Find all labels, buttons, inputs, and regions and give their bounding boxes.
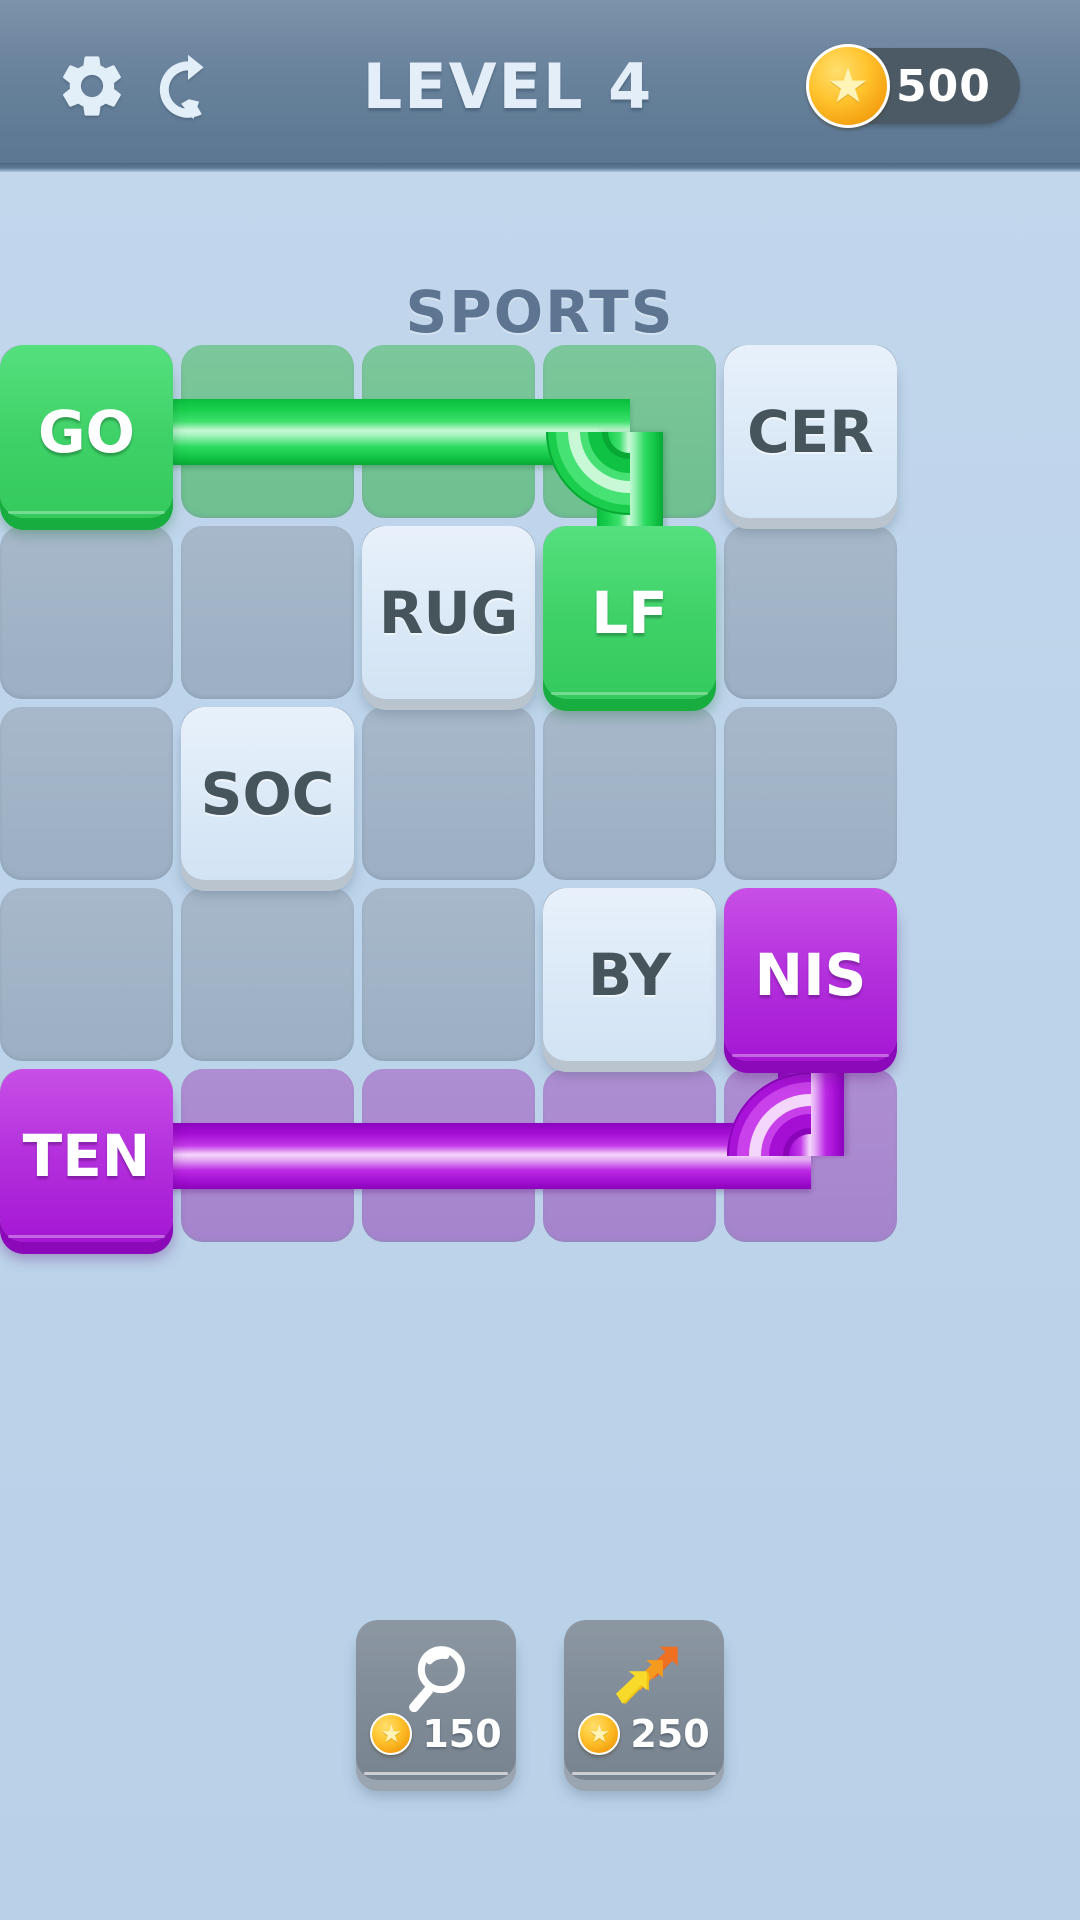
word-tile-label: LF [591,578,668,647]
word-tile[interactable]: SOC [181,707,354,880]
grid-cell[interactable] [181,345,354,518]
grid-cell[interactable] [181,1069,354,1242]
hint-cost-value: 150 [422,1712,502,1756]
grid-cell[interactable] [362,1069,535,1242]
grid-cell[interactable] [362,707,535,880]
word-tile[interactable]: LF [543,526,716,699]
word-tile[interactable]: TEN [0,1069,173,1242]
category-title: SPORTS [405,278,675,346]
word-tile-label: RUG [378,578,519,647]
arrows-up-icon [602,1636,686,1722]
coin-star-icon: ★ [370,1713,413,1755]
restart-icon [152,50,224,122]
restart-button[interactable] [140,38,236,134]
word-tile[interactable]: BY [543,888,716,1061]
word-tile[interactable]: NIS [724,888,897,1061]
boost-cost: ★ 250 [564,1712,724,1756]
grid-cell[interactable] [724,1069,897,1242]
grid-cell[interactable] [0,526,173,699]
word-tile-label: GO [38,397,135,466]
hint-cost: ★ 150 [356,1712,516,1756]
word-tile-label: NIS [754,940,867,1009]
word-tile[interactable]: GO [0,345,173,518]
settings-button[interactable] [44,38,140,134]
word-tile[interactable]: CER [724,345,897,518]
grid-cell[interactable] [181,526,354,699]
grid-cell[interactable] [724,526,897,699]
word-tile-label: CER [747,397,874,466]
gear-icon [55,49,129,123]
boost-powerup-button[interactable]: ★ 250 [564,1620,724,1780]
powerup-bar: ★ 150 ★ 250 [0,1620,1080,1780]
app-header: LEVEL 4 ★ 500 [0,0,1080,172]
grid-cell[interactable] [362,345,535,518]
grid-cell[interactable] [0,888,173,1061]
word-tile-label: SOC [200,759,335,828]
grid-cell[interactable] [543,1069,716,1242]
coin-star-icon: ★ [806,44,890,128]
word-tile-label: TEN [22,1121,151,1190]
grid-cell[interactable] [0,707,173,880]
magnifier-icon [396,1636,476,1722]
coin-balance-badge[interactable]: ★ 500 [806,44,1020,128]
hint-powerup-button[interactable]: ★ 150 [356,1620,516,1780]
grid-cell[interactable] [543,707,716,880]
word-tile-label: BY [587,940,672,1009]
boost-cost-value: 250 [630,1712,710,1756]
grid-cell[interactable] [181,888,354,1061]
grid-cell[interactable] [543,345,716,518]
word-tile[interactable]: RUG [362,526,535,699]
page-title: LEVEL 4 [362,49,654,123]
puzzle-grid[interactable]: GO CER RUG LF SOC BY NIS TEN [0,345,1080,1255]
coin-count: 500 [896,60,991,112]
grid-cell[interactable] [362,888,535,1061]
coin-star-icon: ★ [578,1713,621,1755]
grid-cell[interactable] [724,707,897,880]
